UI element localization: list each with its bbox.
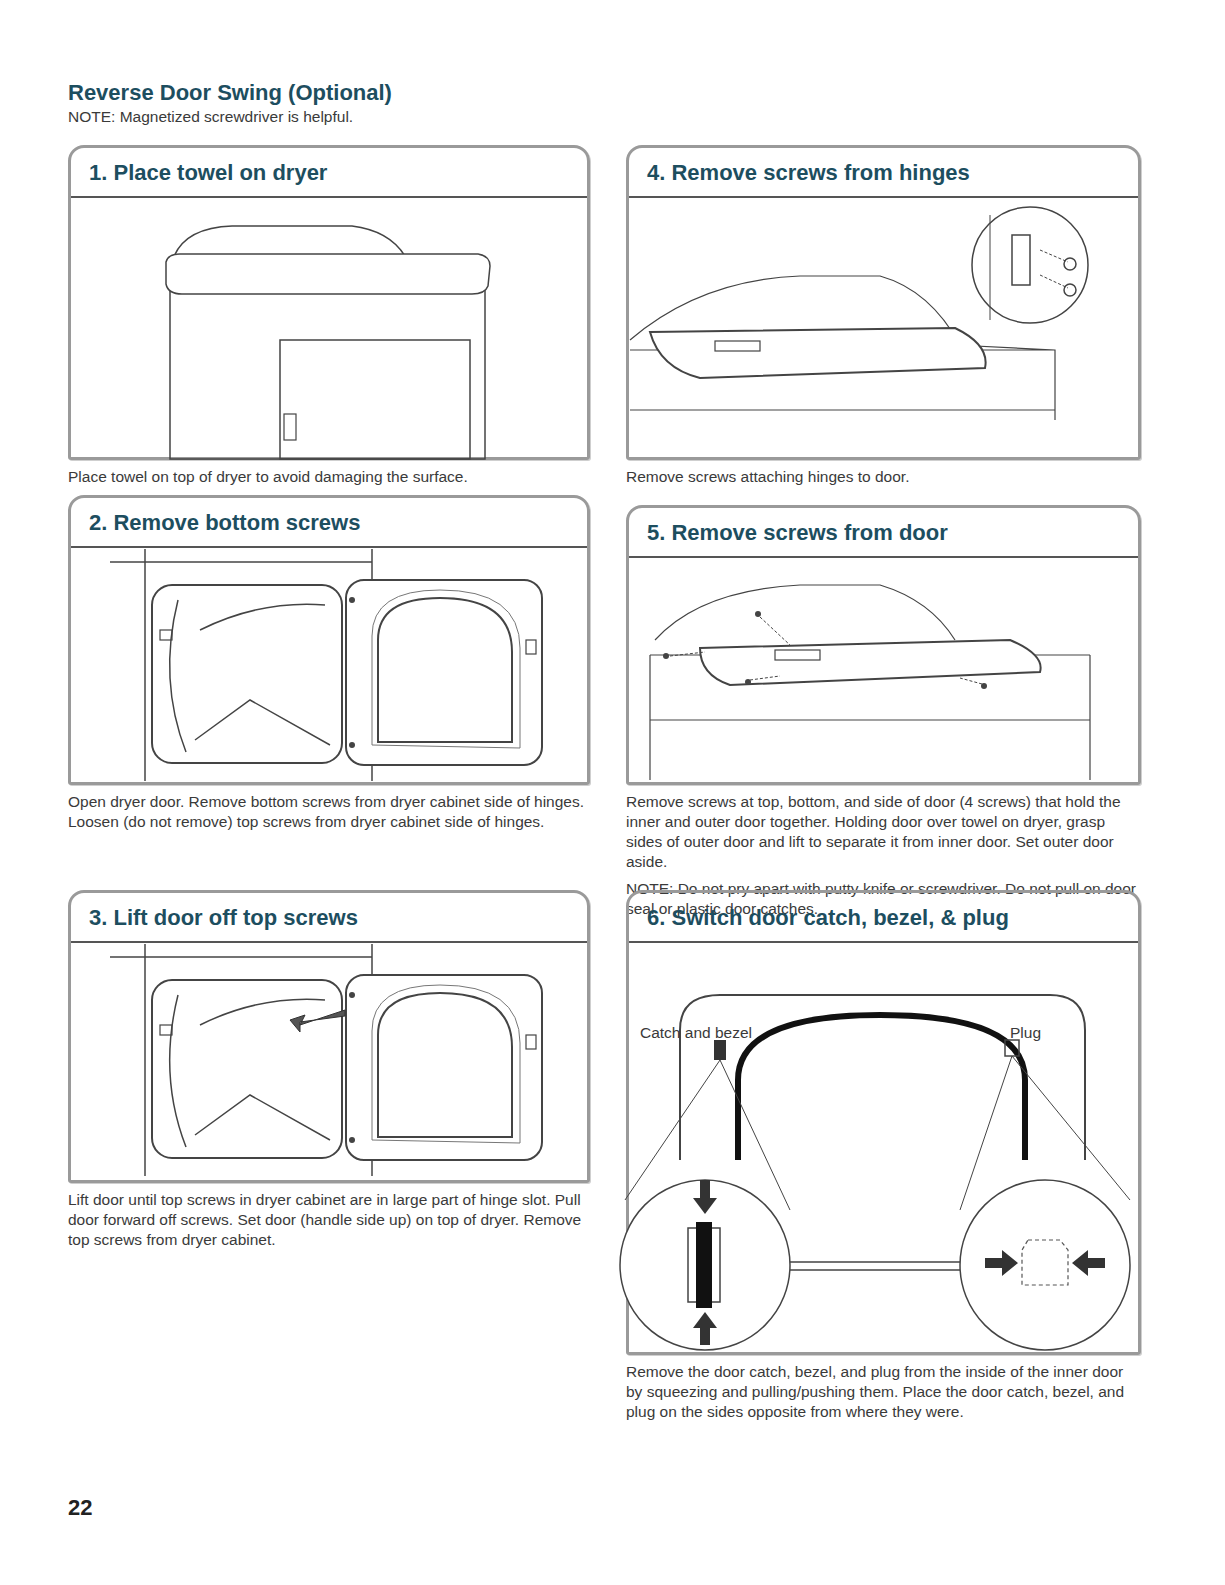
push-arrow (1072, 1250, 1105, 1276)
step-captions: Remove the door catch, bezel, and plug f… (626, 1362, 1141, 1428)
dryer-top (630, 345, 1055, 420)
step-heading: 5. Remove screws from door (629, 508, 1138, 558)
dryer-console (655, 585, 955, 640)
screw (663, 653, 669, 659)
plug-outline (1022, 1240, 1068, 1285)
detail-inset (620, 1180, 790, 1350)
door-handle (775, 650, 820, 660)
callout-label: Plug (1010, 1024, 1041, 1042)
screw (1064, 284, 1076, 296)
step-panel: 2. Remove bottom screwsOpen dryer door. … (68, 495, 590, 785)
step-panel: 4. Remove screws from hingesRemove screw… (626, 145, 1141, 460)
dryer-console (630, 276, 960, 345)
door-catch (714, 1040, 726, 1060)
step-heading: 2. Remove bottom screws (71, 498, 587, 548)
step-panel: 6. Switch door catch, bezel, & plugRemov… (626, 890, 1141, 1355)
step-caption: Lift door until top screws in dryer cabi… (68, 1190, 590, 1250)
step-captions: Remove screws attaching hinges to door. (626, 467, 1141, 493)
door-on-dryer (650, 328, 986, 378)
push-arrow (693, 1180, 717, 1214)
dryer-cabinet (170, 272, 485, 459)
step-caption: Remove screws attaching hinges to door. (626, 467, 1141, 487)
step-caption: Open dryer door. Remove bottom screws fr… (68, 792, 590, 832)
towel (166, 254, 490, 294)
step-heading: 6. Switch door catch, bezel, & plug (629, 893, 1138, 943)
door-window (738, 1015, 1025, 1160)
detail-inset (960, 1180, 1130, 1350)
inner-door (680, 995, 1085, 1160)
door-handle (284, 414, 296, 440)
lift-arrow (290, 1010, 345, 1032)
step-heading: 3. Lift door off top screws (71, 893, 587, 943)
screw (981, 683, 987, 689)
step-captions: Lift door until top screws in dryer cabi… (68, 1190, 590, 1256)
detail-inset (972, 207, 1088, 323)
door-bottom (790, 1262, 960, 1270)
screw (755, 611, 761, 617)
hinge (1012, 235, 1030, 285)
step-heading: 4. Remove screws from hinges (629, 148, 1138, 198)
screw-path (670, 617, 982, 684)
push-arrow (693, 1312, 717, 1345)
step-panel: 3. Lift door off top screwsLift door unt… (68, 890, 590, 1183)
step-panel: 1. Place towel on dryerPlace towel on to… (68, 145, 590, 460)
bezel (688, 1228, 720, 1302)
callout-label: Catch and bezel (640, 1024, 752, 1042)
step-captions: Place towel on top of dryer to avoid dam… (68, 467, 590, 493)
step-captions: Open dryer door. Remove bottom screws fr… (68, 792, 590, 838)
leader-line (625, 1056, 1130, 1210)
screw (1064, 258, 1076, 270)
door-plug (1005, 1040, 1019, 1056)
screw-path (1040, 250, 1068, 288)
step-heading: 1. Place towel on dryer (71, 148, 587, 198)
dryer-door (280, 340, 470, 459)
door-handle (715, 341, 760, 351)
door-scene (110, 549, 542, 781)
door-edge (990, 215, 991, 320)
step-caption: Place towel on top of dryer to avoid dam… (68, 467, 590, 487)
step-caption: Remove screws at top, bottom, and side o… (626, 792, 1141, 873)
door-on-dryer (700, 640, 1041, 685)
door-scene (110, 944, 542, 1176)
screw (745, 679, 751, 685)
page-title: Reverse Door Swing (Optional) (68, 80, 392, 106)
step-panel: 5. Remove screws from doorRemove screws … (626, 505, 1141, 785)
page-number: 22 (68, 1495, 92, 1521)
door-catch (696, 1222, 712, 1308)
note-text: NOTE: Magnetized screwdriver is helpful. (68, 108, 353, 126)
push-arrow (985, 1250, 1018, 1276)
dryer-top (650, 655, 1090, 780)
step-captions: Remove screws at top, bottom, and side o… (626, 792, 1141, 925)
step-caption: Remove the door catch, bezel, and plug f… (626, 1362, 1141, 1422)
dryer-console (170, 226, 412, 272)
